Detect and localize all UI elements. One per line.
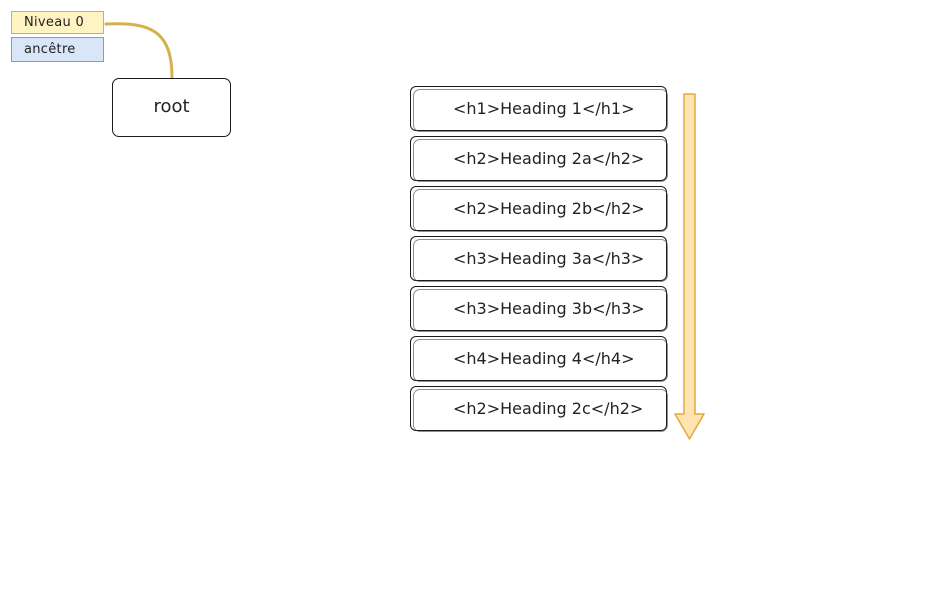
heading-item: <h2>Heading 2b</h2> bbox=[410, 186, 668, 232]
heading-item: <h2>Heading 2c</h2> bbox=[410, 386, 668, 432]
ancestor-tag: ancêtre bbox=[11, 37, 104, 62]
heading-item: <h3>Heading 3b</h3> bbox=[410, 286, 668, 332]
heading-item: <h2>Heading 2a</h2> bbox=[410, 136, 668, 182]
root-node: root bbox=[112, 78, 231, 137]
down-arrow-icon bbox=[674, 93, 705, 440]
heading-stack: <h1>Heading 1</h1> <h2>Heading 2a</h2> <… bbox=[410, 86, 668, 436]
level-tag: Niveau 0 bbox=[11, 11, 104, 34]
heading-item: <h1>Heading 1</h1> bbox=[410, 86, 668, 132]
heading-item: <h4>Heading 4</h4> bbox=[410, 336, 668, 382]
heading-item: <h3>Heading 3a</h3> bbox=[410, 236, 668, 282]
